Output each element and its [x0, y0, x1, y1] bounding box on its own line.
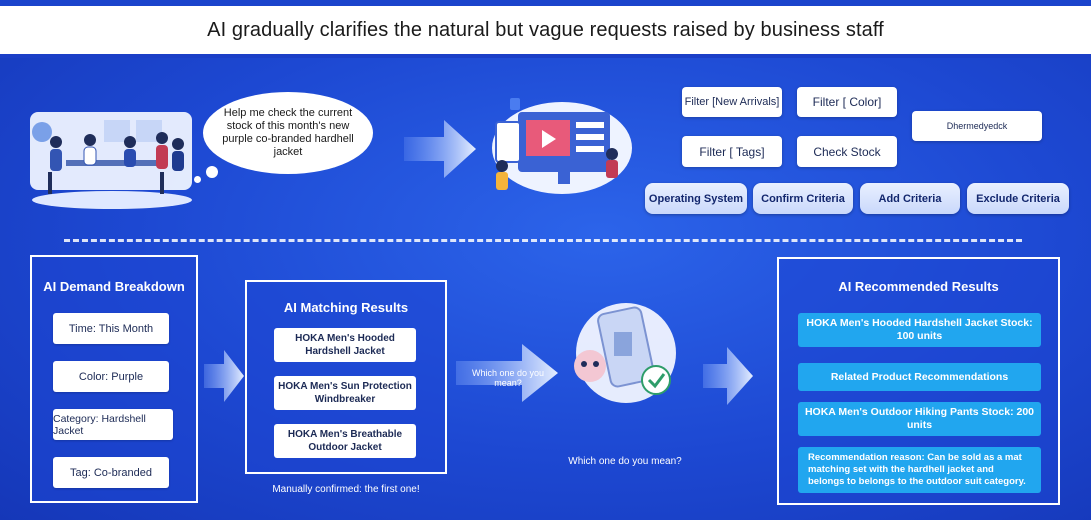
operator-illustration: [492, 98, 632, 194]
criterion-time: Time: This Month: [53, 313, 169, 344]
confirm-criteria-button[interactable]: Confirm Criteria: [753, 183, 853, 214]
title-bar: AI gradually clarifies the natural but v…: [0, 0, 1091, 58]
add-criteria-button[interactable]: Add Criteria: [860, 183, 960, 214]
arrow-right-icon: [204, 350, 244, 402]
arrow-right-icon: [404, 120, 476, 178]
check-stock-button[interactable]: Check Stock: [797, 136, 897, 167]
recommended-results-panel: AI Recommended Results HOKA Men's Hooded…: [777, 257, 1060, 505]
criterion-category: Category: Hardshell Jacket: [53, 409, 173, 440]
check-button-garbled[interactable]: Dhermedyedck: [912, 111, 1042, 141]
match-option-1[interactable]: HOKA Men's Hooded Hardshell Jacket: [274, 328, 416, 362]
title-bar-edge: [0, 0, 1091, 6]
ai-assistant-phone-illustration: [574, 303, 676, 403]
filter-tags-button[interactable]: Filter [ Tags]: [682, 136, 782, 167]
match-option-2[interactable]: HOKA Men's Sun Protection Windbreaker: [274, 376, 416, 410]
bubble-dot-large: [206, 166, 218, 178]
recommended-results-title: AI Recommended Results: [838, 279, 999, 294]
section-divider: [64, 239, 1022, 242]
speech-bubble: Help me check the current stock of this …: [203, 92, 373, 174]
team-meeting-illustration: [30, 112, 192, 209]
matching-results-title: AI Matching Results: [283, 300, 409, 315]
recommended-item-related[interactable]: Related Product Recommendations: [798, 363, 1041, 391]
demand-breakdown-title: AI Demand Breakdown: [43, 279, 185, 294]
matching-results-panel: AI Matching Results HOKA Men's Hooded Ha…: [245, 280, 447, 474]
recommended-item-2[interactable]: HOKA Men's Outdoor Hiking Pants Stock: 2…: [798, 402, 1041, 436]
criterion-tag: Tag: Co-branded: [53, 457, 169, 488]
page-title: AI gradually clarifies the natural but v…: [207, 18, 884, 41]
operating-system-button[interactable]: Operating System: [645, 183, 747, 214]
arrow-question-label: Which one do you mean?: [471, 368, 545, 388]
demand-breakdown-panel: AI Demand Breakdown Time: This Month Col…: [30, 255, 198, 503]
filter-new-arrivals-button[interactable]: Filter [New Arrivals]: [682, 87, 782, 117]
recommendation-reason: Recommendation reason: Can be sold as a …: [798, 447, 1041, 493]
manual-confirm-caption: Manually confirmed: the first one!: [272, 484, 420, 495]
arrow-right-icon: [703, 347, 753, 405]
which-one-caption: Which one do you mean?: [568, 456, 682, 467]
match-option-3[interactable]: HOKA Men's Breathable Outdoor Jacket: [274, 424, 416, 458]
bubble-dot-small: [194, 176, 201, 183]
filter-color-button[interactable]: Filter [ Color]: [797, 87, 897, 117]
arrow-right-icon: [456, 344, 558, 402]
recommended-item-1[interactable]: HOKA Men's Hooded Hardshell Jacket Stock…: [798, 313, 1041, 347]
criterion-color: Color: Purple: [53, 361, 169, 392]
exclude-criteria-button[interactable]: Exclude Criteria: [967, 183, 1069, 214]
